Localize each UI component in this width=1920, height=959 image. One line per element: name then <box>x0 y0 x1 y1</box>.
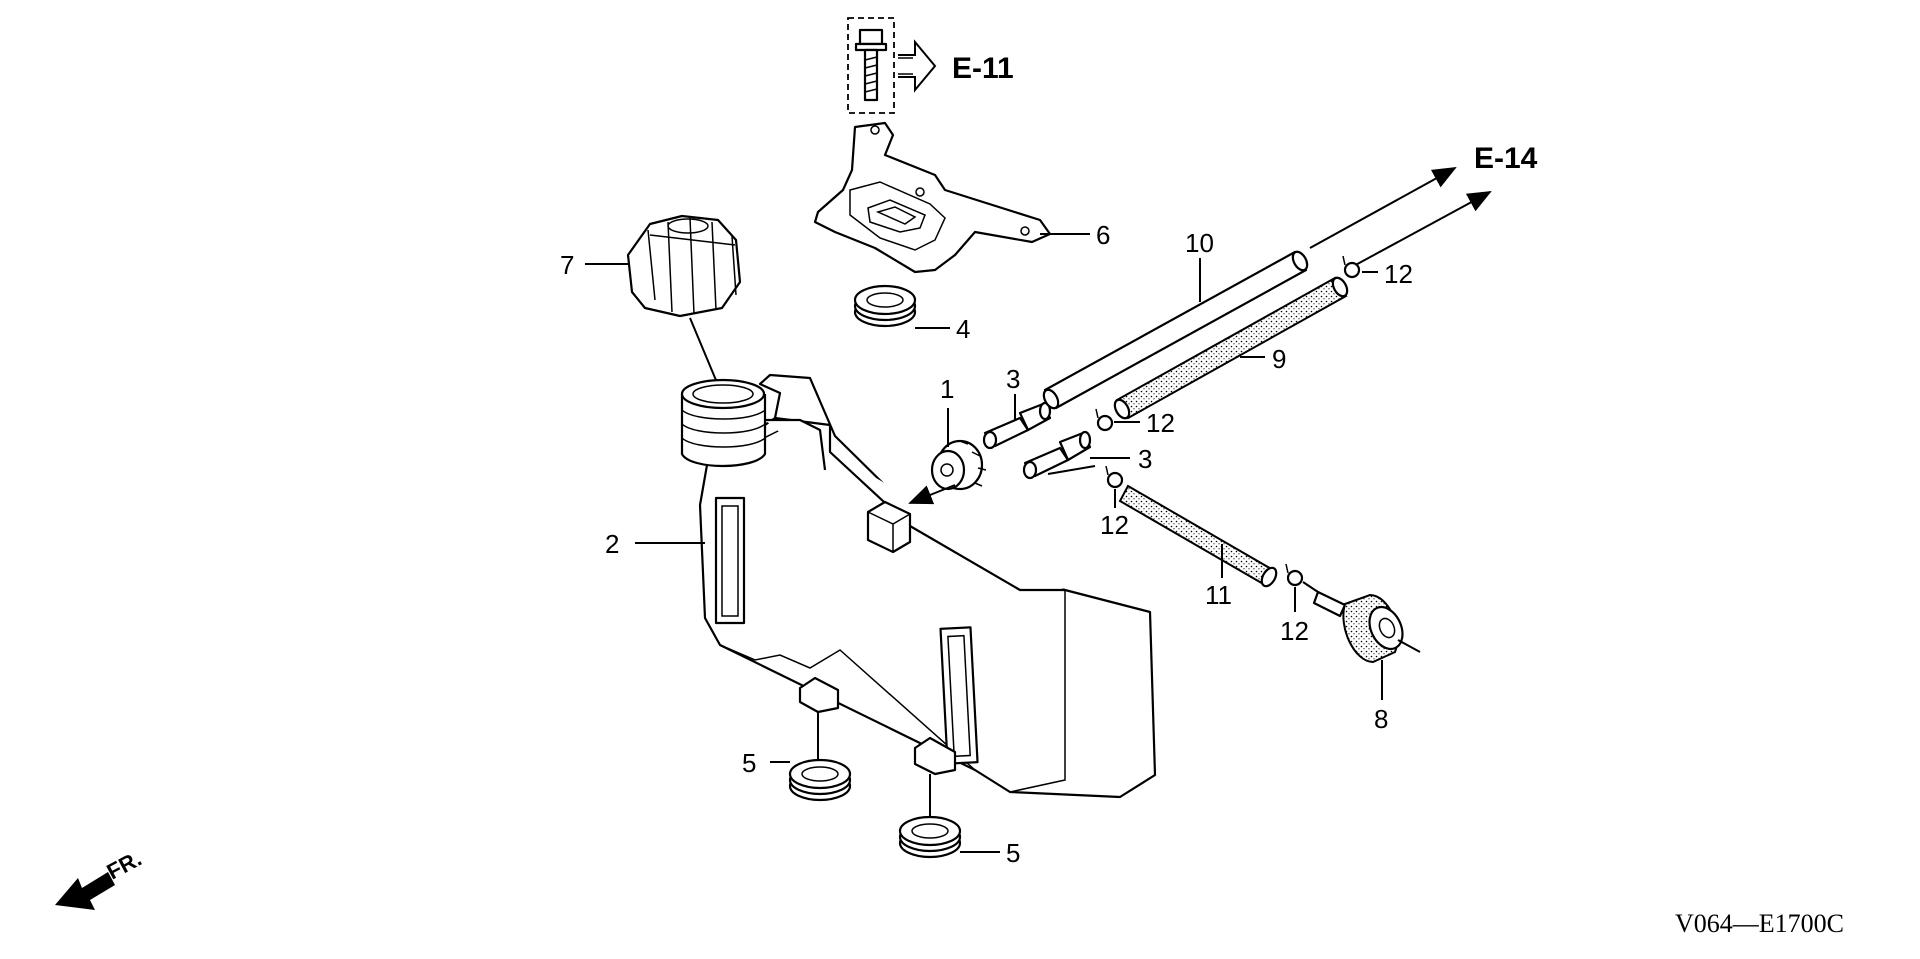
callout-12b[interactable]: 12 <box>1146 408 1175 438</box>
callout-3b[interactable]: 3 <box>1138 444 1152 474</box>
fuel-hose-9 <box>1113 276 1349 420</box>
callout-7[interactable]: 7 <box>560 250 574 280</box>
callout-10[interactable]: 10 <box>1185 228 1214 258</box>
hose-9-arrow <box>1349 191 1492 269</box>
hose-clip-lower <box>1105 465 1124 489</box>
fuel-valve <box>930 439 987 491</box>
fuel-strainer <box>1312 590 1404 664</box>
callout-11[interactable]: 11 <box>1205 580 1232 610</box>
tank-bracket <box>813 121 1052 274</box>
valve-arrow <box>908 484 956 505</box>
callout-2[interactable]: 2 <box>605 529 619 559</box>
bolt <box>847 17 895 114</box>
hose-11-link <box>1302 581 1319 593</box>
hose-clip-top <box>1342 255 1361 279</box>
callout-12d[interactable]: 12 <box>1280 616 1309 646</box>
fuel-hose-11 <box>1118 484 1278 588</box>
filler-cap <box>626 214 742 318</box>
callout-12c[interactable]: 12 <box>1100 510 1129 540</box>
callout-8[interactable]: 8 <box>1374 704 1388 734</box>
callout-5a[interactable]: 5 <box>742 748 756 778</box>
hose-10-arrow <box>1309 167 1457 249</box>
hose-clip-mid <box>1095 408 1114 432</box>
callout-5b[interactable]: 5 <box>1006 838 1020 868</box>
reference-e11[interactable]: E-11 <box>952 52 1014 85</box>
callout-9[interactable]: 9 <box>1272 344 1286 374</box>
diagram-code: V064—E1700C <box>1675 909 1844 938</box>
fuel-hose-10 <box>1042 250 1309 410</box>
reference-e14[interactable]: E-14 <box>1474 142 1538 175</box>
callout-4[interactable]: 4 <box>956 314 970 344</box>
cap-assembly-line <box>689 317 719 386</box>
strainer-tail <box>1397 639 1421 653</box>
callout-12a[interactable]: 12 <box>1384 259 1413 289</box>
callout-6[interactable]: 6 <box>1096 220 1110 250</box>
callout-1[interactable]: 1 <box>940 374 954 404</box>
hose-fitting-lower <box>1022 430 1092 480</box>
fitting-3b-line <box>1047 465 1096 475</box>
rubber-mount-lower-left <box>788 758 852 802</box>
rubber-mount-lower-right <box>898 815 962 859</box>
reference-arrow-e11 <box>898 39 937 93</box>
hose-fitting-upper <box>982 401 1052 450</box>
rubber-mount-top <box>853 284 917 328</box>
hose-clip-bottom <box>1285 563 1304 587</box>
front-direction-arrow <box>55 872 115 910</box>
callout-3a[interactable]: 3 <box>1006 364 1020 394</box>
